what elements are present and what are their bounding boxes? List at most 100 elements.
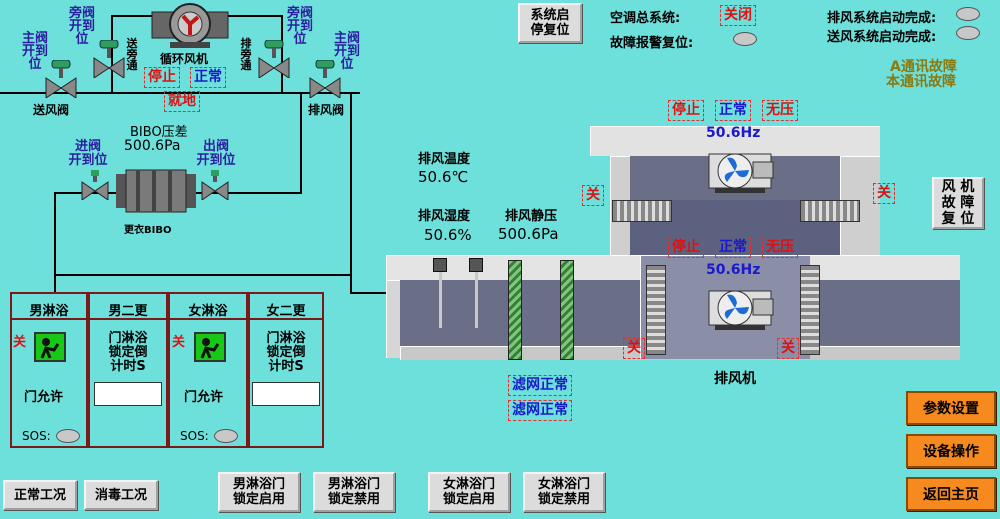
female-door-allow: 门允许 xyxy=(184,390,224,405)
temp-humidity-sensor-icon xyxy=(433,258,447,272)
upper-right-damper-close: 关 xyxy=(873,183,895,204)
male-door-allow: 门允许 xyxy=(24,390,64,405)
fan1-stop: 停止 xyxy=(668,100,704,121)
temp-sensor-probe xyxy=(439,272,442,328)
lower-exhaust-fan-icon[interactable] xyxy=(705,287,775,331)
bibo-pressure-label: BIBO压差 xyxy=(130,125,188,140)
exhaust-temp-label: 排风温度 xyxy=(418,152,471,167)
fault-reset-label: 故障报警复位: xyxy=(610,36,694,51)
pressure-sensor-icon xyxy=(469,258,483,272)
circ-fan-stop: 停止 xyxy=(144,67,180,88)
system-start-stop-reset-button[interactable]: 系统启 停复位 xyxy=(518,3,582,43)
female-lock-countdown-input[interactable] xyxy=(252,382,320,406)
fan1-no-pressure: 无压 xyxy=(762,100,798,121)
supply-start-done-label: 送风系统启动完成: xyxy=(827,30,937,45)
female-second-change-panel: 女二更 门淋浴 锁定倒 计时S xyxy=(248,292,324,448)
circ-fan-label: 循环风机 xyxy=(160,52,209,66)
dis-valve-right-status: 旁阀 开到 位 xyxy=(286,6,313,47)
exhaust-valve-icon[interactable] xyxy=(308,60,342,98)
supply-valve-label: 送风阀 xyxy=(33,103,70,117)
female-sos-indicator xyxy=(214,429,238,443)
male-shower-person-icon xyxy=(34,332,66,362)
lower-right-damper-close: 关 xyxy=(777,338,799,359)
exhaust-main-valve-status: 主阀 开到 位 xyxy=(333,31,360,72)
fan2-no-pressure: 无压 xyxy=(762,237,798,258)
female-shower-panel: 女淋浴 门允许 SOS: xyxy=(168,292,248,448)
male-sos-label: SOS: xyxy=(22,429,51,443)
exhaust-hum-label: 排风湿度 xyxy=(418,209,471,224)
fan2-normal: 正常 xyxy=(715,237,751,258)
bibo-pressure-value: 500.6Pa xyxy=(124,138,181,154)
in-valve-status: 进阀 开到位 xyxy=(68,139,108,168)
dis-valve-left-status: 旁阀 开到 位 xyxy=(68,6,95,47)
fan-fault-reset-button[interactable]: 风 机 故 障 复 位 xyxy=(932,177,984,229)
circulation-fan-icon[interactable] xyxy=(150,2,230,50)
pipe-to-ahu xyxy=(350,93,352,293)
bibo-in-valve-icon[interactable] xyxy=(80,170,110,200)
female2-title: 女二更 xyxy=(266,304,306,319)
exhaust-bypass-label: 排 旁 通 xyxy=(240,37,252,72)
supply-start-done-indicator xyxy=(956,26,980,40)
fan2-stop: 停止 xyxy=(668,237,704,258)
ac-system-label: 空调总系统: xyxy=(610,11,681,26)
loop-pipe-right xyxy=(300,93,302,193)
local-comm-fault: 本通讯故障 xyxy=(886,74,956,90)
back-home-button[interactable]: 返回主页 xyxy=(906,477,996,511)
exhaust-fan-label: 排风机 xyxy=(714,371,756,387)
filter-2-status: 滤网正常 xyxy=(508,400,572,421)
right-bypass-valve-icon[interactable] xyxy=(257,40,291,78)
lower-right-damper-icon xyxy=(800,265,820,355)
male-door-lock-disable-button[interactable]: 男淋浴门 锁定禁用 xyxy=(313,472,395,512)
bibo-out-valve-icon[interactable] xyxy=(200,170,230,200)
pipe-to-ahu-h xyxy=(350,292,410,294)
send-bypass-label: 送 旁 通 xyxy=(126,37,138,72)
male-shower-close: 关 xyxy=(13,335,27,350)
param-settings-button[interactable]: 参数设置 xyxy=(906,391,996,425)
left-bypass-valve-icon[interactable] xyxy=(92,40,126,78)
upper-left-damper-icon xyxy=(612,200,672,222)
filter-1-status: 滤网正常 xyxy=(508,375,572,396)
filter-2-icon xyxy=(560,260,574,360)
change-bibo-label: 更衣BIBO xyxy=(124,225,172,236)
male-door-lock-enable-button[interactable]: 男淋浴门 锁定启用 xyxy=(218,472,300,512)
upper-duct-top xyxy=(590,126,880,156)
normal-mode-button[interactable]: 正常工况 xyxy=(3,480,77,510)
exhaust-press-label: 排风静压 xyxy=(505,209,558,224)
device-operation-button[interactable]: 设备操作 xyxy=(906,434,996,468)
lower-duct-left-face xyxy=(386,280,400,358)
upper-exhaust-fan-icon[interactable] xyxy=(705,150,775,194)
fan2-frequency: 50.6Hz xyxy=(706,262,761,278)
supply-main-valve-status: 主阀 开到 位 xyxy=(21,31,48,72)
exhaust-start-done-indicator xyxy=(956,7,980,21)
disinfect-mode-button[interactable]: 消毒工况 xyxy=(84,480,158,510)
bypass-pipe-right xyxy=(281,15,283,93)
male-shower-title: 男淋浴 xyxy=(29,304,69,319)
exhaust-hum-value: 50.6% xyxy=(424,226,472,244)
female-door-lock-disable-button[interactable]: 女淋浴门 锁定禁用 xyxy=(523,472,605,512)
main-air-pipe xyxy=(0,92,360,94)
male2-title: 男二更 xyxy=(108,304,148,319)
circ-fan-local: 就地 xyxy=(164,91,200,112)
upper-right-damper-icon xyxy=(800,200,860,222)
female-shower-person-icon xyxy=(194,332,226,362)
pressure-sensor-probe xyxy=(475,272,478,328)
fault-reset-indicator[interactable] xyxy=(733,32,757,46)
lower-left-damper-close: 关 xyxy=(623,338,645,359)
female-door-lock-enable-button[interactable]: 女淋浴门 锁定启用 xyxy=(428,472,510,512)
male-lock-countdown-label: 门淋浴 锁定倒 计时S xyxy=(108,331,148,374)
female-shower-title: 女淋浴 xyxy=(188,304,228,319)
fan1-frequency: 50.6Hz xyxy=(706,125,761,141)
ac-system-status: 关闭 xyxy=(720,5,756,26)
lower-left-damper-icon xyxy=(646,265,666,355)
out-valve-status: 出阀 开到位 xyxy=(196,139,236,168)
exhaust-start-done-label: 排风系统启动完成: xyxy=(827,11,937,26)
supply-valve-icon[interactable] xyxy=(44,60,78,98)
male-lock-countdown-input[interactable] xyxy=(94,382,162,406)
filter-1-icon xyxy=(508,260,522,360)
shower-pipe xyxy=(54,274,350,276)
female-lock-countdown-label: 门淋浴 锁定倒 计时S xyxy=(266,331,306,374)
a-comm-fault: A通讯故障 xyxy=(890,59,957,75)
circ-fan-normal: 正常 xyxy=(190,67,226,88)
bibo-pipe-down xyxy=(54,192,56,292)
male-sos-indicator xyxy=(56,429,80,443)
